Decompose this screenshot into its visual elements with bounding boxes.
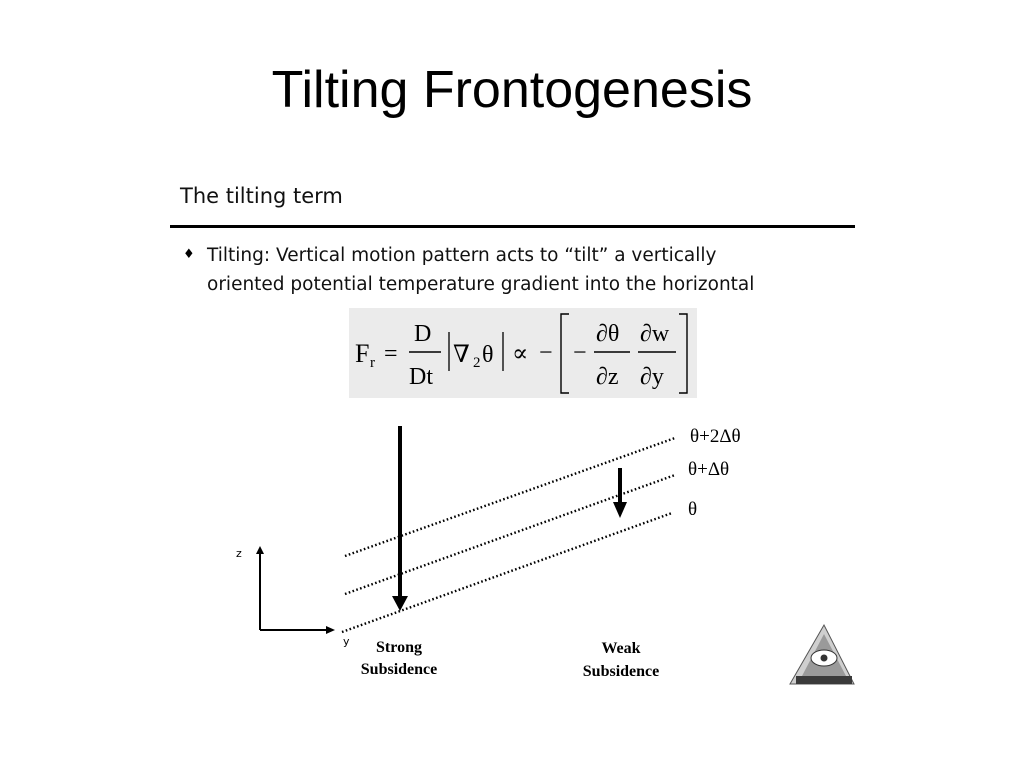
bullet-diamond-icon: ♦ [183, 247, 195, 262]
section-heading: The tilting term [180, 184, 343, 208]
strong-label-line-1: Strong [376, 639, 422, 656]
label-theta-plus-2dtheta: θ+2Δθ [690, 426, 741, 447]
weak-label-line-1: Weak [601, 640, 640, 657]
isentrope-theta [341, 511, 673, 634]
bullet-line-2: oriented potential temperature gradient … [207, 274, 755, 295]
triangle-emblem-logo [789, 623, 855, 685]
z-axis-arrow-icon [256, 546, 264, 554]
eq-theta: θ [482, 342, 494, 368]
eq-frac2-num: ∂θ [596, 321, 619, 347]
eq-frac3-den: ∂y [640, 364, 664, 390]
eq-nabla-sub: 2 [473, 355, 481, 371]
isentrope-theta-plus-2dtheta [344, 436, 676, 558]
eq-minus-inner: − [573, 340, 587, 366]
tilting-diagram-svg: θ+2Δθ θ+Δθ θ z y Strong Subsidence [236, 426, 855, 685]
label-theta: θ [688, 499, 697, 520]
eq-F: F [355, 339, 369, 368]
heading-divider [170, 225, 855, 228]
label-theta-plus-dtheta: θ+Δθ [688, 459, 729, 480]
eq-frac2-den: ∂z [596, 364, 619, 390]
z-axis-label: z [236, 547, 242, 560]
y-axis-label: y [343, 635, 350, 648]
equation-box: F r = D Dt ∇ 2 θ ∝ − − ∂θ ∂z ∂w [349, 308, 697, 398]
bullet-line-1: Tilting: Vertical motion pattern acts to… [207, 245, 717, 266]
eq-F-sub: r [370, 355, 375, 371]
eq-proportional: ∝ [512, 341, 528, 367]
eq-minus-outer: − [539, 340, 553, 366]
weak-label-line-2: Subsidence [583, 663, 659, 680]
strong-subsidence-arrowhead-icon [392, 596, 408, 611]
strong-label-line-2: Subsidence [361, 661, 437, 678]
eq-frac1-den: Dt [409, 364, 433, 390]
eq-equals: = [384, 341, 398, 367]
eq-frac3-num: ∂w [640, 321, 670, 347]
equation-svg: F r = D Dt ∇ 2 θ ∝ − − ∂θ ∂z ∂w [355, 313, 688, 394]
slide-title: Tilting Frontogenesis [271, 61, 753, 119]
y-axis-arrow-icon [326, 626, 335, 634]
tilting-diagram: θ+2Δθ θ+Δθ θ z y Strong Subsidence [220, 418, 860, 690]
eq-bracket-left [560, 313, 569, 394]
eq-frac1-num: D [414, 321, 431, 347]
weak-subsidence-arrowhead-icon [613, 502, 627, 518]
eq-nabla: ∇ [453, 342, 470, 368]
bullet-text: Tilting: Vertical motion pattern acts to… [207, 241, 847, 299]
isentrope-theta-plus-dtheta [344, 473, 676, 596]
eq-bracket-right [679, 313, 688, 394]
